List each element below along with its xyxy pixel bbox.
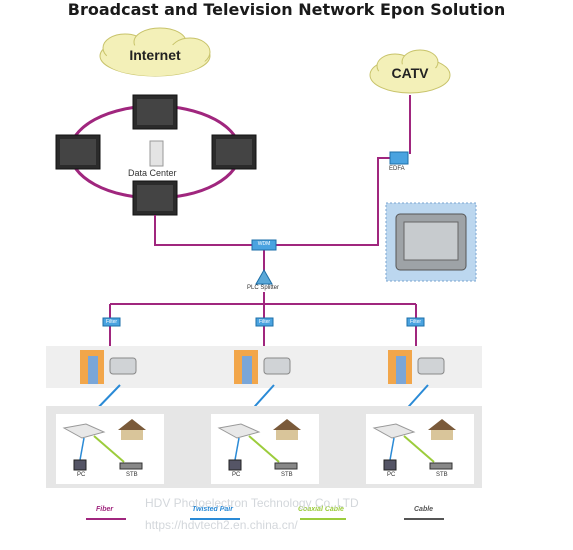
fiber-catv-to-wdm: [276, 95, 411, 246]
stb-icon-3: [429, 462, 453, 470]
building-icon-3: [388, 350, 412, 384]
legend-cable-label: Cable: [414, 506, 434, 513]
pc-label-1: PC: [77, 472, 86, 478]
stb-label-2: STB: [281, 472, 293, 478]
fiber-server-to-wdm: [154, 215, 252, 246]
filter-label-1: Filter: [105, 319, 118, 325]
watermark-line1: HDV Photoelectron Technology Co.,LTD: [145, 496, 359, 510]
pc-icon-3: [383, 459, 397, 471]
coaxial-stb-1: [93, 435, 125, 463]
legend-fiber-label: Fiber: [96, 506, 114, 513]
fiber-splitter-bus: [109, 292, 417, 350]
coaxial-stb-3: [403, 435, 435, 463]
stb-icon-1: [119, 462, 143, 470]
pc-icon-2: [228, 459, 242, 471]
filter-label-2: Filter: [258, 319, 271, 325]
pc-label-3: PC: [387, 472, 396, 478]
building-icon-2: [234, 350, 258, 384]
legend-twisted-pair-label: Twisted Pair: [192, 506, 233, 513]
stb-label-3: STB: [436, 472, 448, 478]
catv-label: CATV: [391, 65, 429, 81]
twisted-pair-pc-1: [79, 437, 85, 461]
stb-label-1: STB: [126, 472, 138, 478]
wdm-label: WDM: [257, 241, 271, 247]
filter-icon-1: [102, 317, 121, 327]
edfa-label: EDFA: [389, 166, 405, 172]
node-box-icon-3: [417, 357, 445, 375]
filter-icon-2: [255, 317, 274, 327]
building-icon-1: [80, 350, 104, 384]
wdm-icon: [251, 239, 277, 251]
node-box-icon-1: [109, 357, 137, 375]
internet-cloud: [99, 27, 211, 77]
internet-label: Internet: [129, 47, 181, 63]
onu-device-photo: [385, 202, 477, 282]
stb-icon-2: [274, 462, 298, 470]
data-center-building-icon: [149, 140, 164, 167]
house-icon-1: [118, 419, 146, 440]
plc-splitter-icon: [255, 268, 273, 285]
pc-label-2: PC: [232, 472, 241, 478]
server-left: [55, 134, 101, 170]
filter-icon-3: [406, 317, 425, 327]
coaxial-stb-2: [248, 435, 280, 463]
catv-cloud: [369, 49, 451, 94]
edfa-icon: [389, 151, 409, 165]
legend-coaxial-label: Coaxial Cable: [298, 506, 344, 513]
home-gateway-icon-1: [62, 423, 106, 439]
house-icon-3: [428, 419, 456, 440]
page-title: Broadcast and Television Network Epon So…: [67, 0, 506, 19]
pc-icon-1: [73, 459, 87, 471]
server-right: [211, 134, 257, 170]
server-bottom: [132, 180, 178, 216]
house-icon-2: [273, 419, 301, 440]
node-box-icon-2: [263, 357, 291, 375]
home-gateway-icon-2: [217, 423, 261, 439]
home-gateway-icon-3: [372, 423, 416, 439]
watermark-line2: https://hdvtech2.en.china.cn/: [145, 518, 298, 532]
server-top: [132, 94, 178, 130]
twisted-pair-pc-3: [389, 437, 395, 461]
plc-splitter-label: PLC Splitter: [247, 285, 280, 291]
filter-label-3: Filter: [409, 319, 422, 325]
twisted-pair-pc-2: [234, 437, 240, 461]
data-center-label: Data Center: [128, 168, 177, 178]
